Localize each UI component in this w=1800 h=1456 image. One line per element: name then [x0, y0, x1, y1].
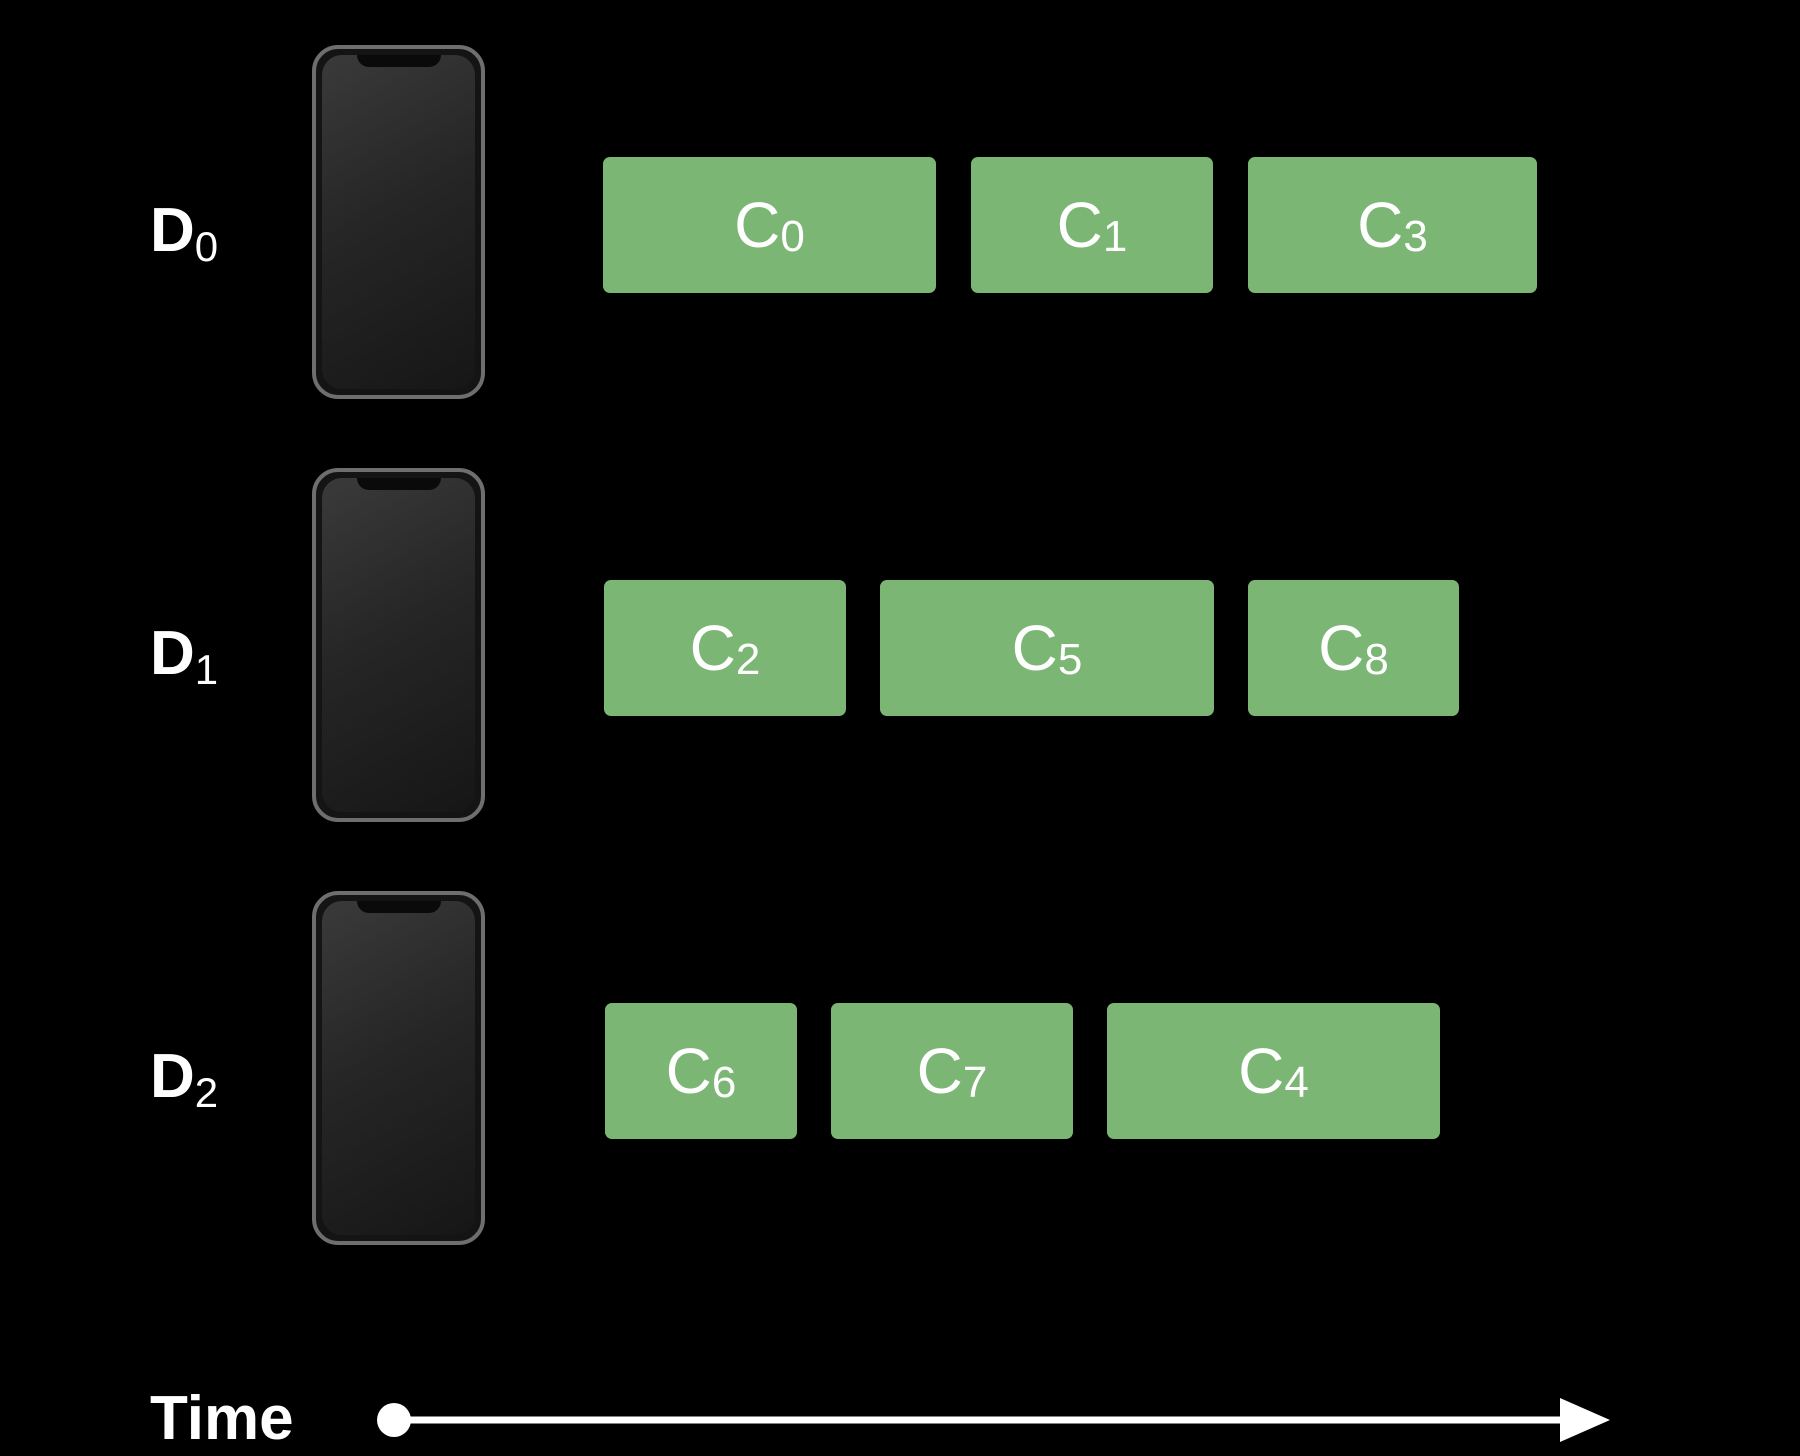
chunk-label-letter: C: [1357, 189, 1404, 261]
chunk-label-letter: C: [689, 612, 736, 684]
phone-screen: [322, 55, 475, 389]
device-label-d2: D2: [150, 1046, 218, 1114]
phone-notch: [356, 478, 441, 490]
arrow-right-icon: [377, 1398, 1610, 1442]
chunk-label-letter: C: [734, 189, 781, 261]
chunk-label-index: 5: [1057, 635, 1083, 684]
phone-notch: [356, 55, 441, 67]
device-label-letter: D: [150, 619, 195, 688]
device-label-letter: D: [150, 1042, 195, 1111]
device-label-d0: D0: [150, 200, 218, 268]
chunk-label-letter: C: [916, 1035, 963, 1107]
smartphone-icon: [312, 891, 485, 1245]
chunk-label-index: 3: [1403, 212, 1428, 261]
device-label-index: 0: [194, 223, 219, 270]
chunk-label-index: 6: [711, 1058, 737, 1107]
phone-screen: [322, 901, 475, 1235]
device-label-letter: D: [150, 196, 195, 265]
chunk-label-letter: C: [1011, 612, 1058, 684]
chunk-label-letter: C: [1056, 189, 1103, 261]
device-label-index: 2: [194, 1069, 219, 1116]
chunk-label-index: 2: [735, 635, 761, 684]
smartphone-icon: [312, 45, 485, 399]
smartphone-icon: [312, 468, 485, 822]
phone-screen: [322, 478, 475, 812]
phone-notch: [356, 901, 441, 913]
time-axis-label: Time: [150, 1384, 294, 1453]
chunk-label-index: 7: [962, 1058, 988, 1107]
chunk-label-letter: C: [665, 1035, 712, 1107]
device-label-d1: D1: [150, 623, 218, 691]
chunk-label-index: 4: [1284, 1058, 1309, 1107]
chunk-label-index: 8: [1364, 635, 1389, 684]
chunk-label-index: 1: [1102, 212, 1128, 261]
chunk-label-index: 0: [780, 212, 805, 261]
device-label-index: 1: [194, 646, 219, 693]
axis-arrowhead: [1560, 1398, 1610, 1442]
chunk-label-letter: C: [1238, 1035, 1285, 1107]
chunk-label-letter: C: [1318, 612, 1365, 684]
